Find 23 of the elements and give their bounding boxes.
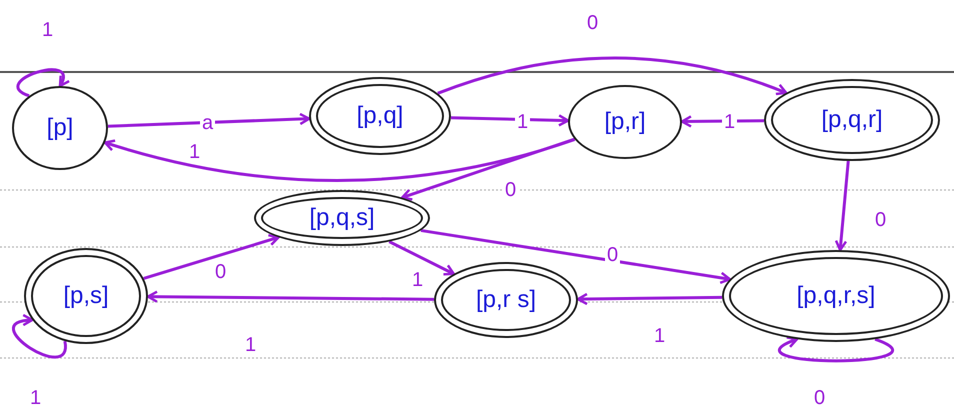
transition-arrow bbox=[104, 138, 576, 182]
transition-arrow bbox=[146, 290, 434, 303]
state-label: [p,s] bbox=[63, 281, 109, 311]
transition-arrow bbox=[388, 240, 455, 276]
transition-arrow bbox=[12, 314, 67, 359]
transition-arrow bbox=[778, 337, 894, 362]
state-label: [p,q,r] bbox=[821, 105, 883, 135]
state-label: [p,q] bbox=[356, 101, 404, 131]
state-label: [p] bbox=[46, 113, 74, 143]
transition-arrow bbox=[437, 56, 788, 96]
transition-arrow bbox=[16, 68, 70, 98]
state-label: [p,q,r,s] bbox=[796, 281, 876, 311]
transition-arrow bbox=[108, 112, 310, 128]
state-label: [p,r] bbox=[604, 107, 646, 137]
transition-arrow bbox=[680, 115, 764, 128]
transition-arrow bbox=[450, 114, 570, 127]
transition-arrow bbox=[834, 160, 850, 252]
edge-label: 0 bbox=[605, 245, 620, 265]
state-label: [p,r s] bbox=[476, 285, 536, 315]
transition-arrow bbox=[420, 228, 732, 284]
transition-arrow bbox=[143, 234, 280, 280]
transition-arrow bbox=[576, 292, 722, 306]
state-label: [p,q,s] bbox=[309, 203, 375, 233]
